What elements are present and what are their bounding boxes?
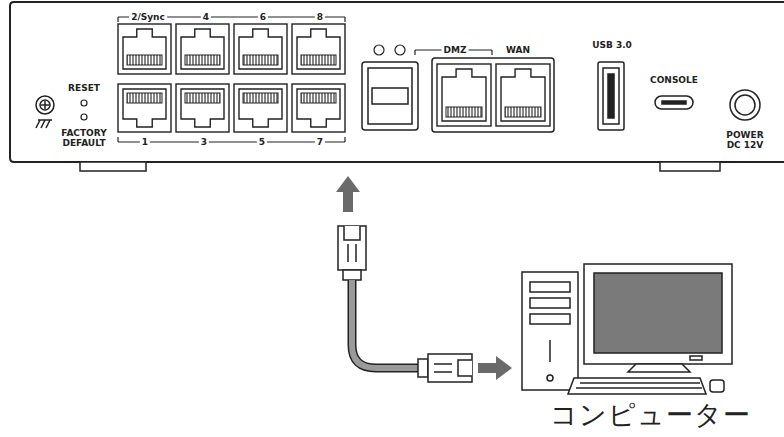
port-label: RESET [66, 83, 102, 93]
sfp-slot [362, 62, 418, 130]
power-jack [735, 95, 755, 115]
port-label: 4 [201, 12, 211, 22]
rj45-port [118, 84, 171, 132]
reset-hole [81, 114, 87, 120]
computer-illustration [522, 264, 732, 394]
wan-dmz-housing [432, 58, 554, 132]
rj45-port [292, 84, 345, 132]
port-label: WAN [504, 45, 532, 55]
port-label: 2/Sync [129, 12, 167, 22]
connect-arrow [478, 356, 512, 380]
lan-cable [352, 280, 418, 368]
port-label: DMZ [442, 45, 469, 55]
port-label: 7 [315, 137, 325, 147]
port-label: 1 [140, 137, 150, 147]
status-led [395, 45, 405, 55]
rj45-port [496, 64, 550, 126]
rj45-port [118, 24, 171, 74]
device-caption: コンピューター [548, 399, 753, 430]
reset-hole [81, 100, 87, 106]
device-foot [80, 162, 146, 171]
rj45-port [234, 84, 287, 132]
power-jack [730, 90, 760, 120]
port-label: POWER DC 12V [723, 130, 767, 151]
port-label: CONSOLE [648, 75, 700, 85]
device-foot [660, 162, 720, 171]
lan-plug [338, 226, 366, 280]
port-label: USB 3.0 [590, 40, 634, 50]
rj45-port [437, 64, 491, 126]
console-port [655, 96, 693, 109]
lan-cable [352, 280, 418, 368]
rj45-port [176, 24, 229, 74]
port-label: 3 [199, 137, 209, 147]
port-label: 8 [315, 12, 325, 22]
port-label: 5 [257, 137, 267, 147]
router-housing [10, 2, 784, 162]
usb-port [598, 62, 624, 130]
insert-arrow [336, 176, 360, 212]
port-label: 6 [258, 12, 268, 22]
status-led [374, 45, 384, 55]
rj45-port [292, 24, 345, 74]
port-label: FACTORY DEFAULT [55, 128, 113, 149]
rj45-port [234, 24, 287, 74]
rj45-port [176, 84, 229, 132]
lan-plug [418, 354, 472, 382]
ground-terminal [36, 96, 54, 128]
